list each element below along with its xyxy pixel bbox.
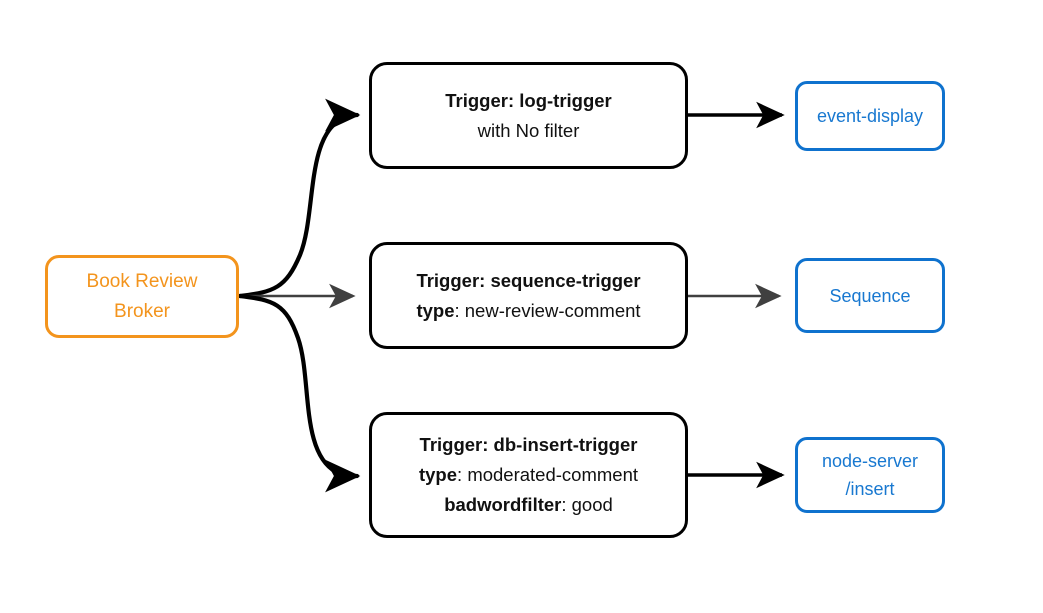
trigger-log-line1: Trigger: log-trigger — [445, 86, 612, 116]
trigger-sequence-line2-key: type — [416, 299, 455, 321]
edge-broker-to-log-trigger — [237, 98, 361, 299]
sink-sequence-label: Sequence — [829, 285, 911, 306]
trigger-db-line2-value: moderated-comment — [467, 464, 638, 485]
sink-event-display-label: event-display — [816, 106, 924, 126]
trigger-log-line2: with No filter — [477, 119, 580, 141]
trigger-log-line1-bold: Trigger: log-trigger — [445, 89, 612, 111]
node-sink-node-server-insert[interactable]: node-server /insert — [795, 437, 945, 513]
broker-label-line1: Book Review — [86, 270, 198, 292]
sink-node-server-label-line2: /insert — [845, 479, 895, 499]
trigger-db-line2-key: type — [418, 464, 458, 485]
trigger-db-line3-sep: : — [561, 494, 572, 515]
trigger-sequence-line1: Trigger: sequence-trigger — [416, 266, 640, 296]
trigger-db-line1-bold: Trigger: db-insert-trigger — [419, 434, 638, 455]
node-trigger-db-insert-trigger[interactable]: Trigger: db-insert-trigger type: moderat… — [369, 412, 688, 538]
broker-label-line2: Broker — [114, 300, 170, 322]
trigger-sequence-line1-bold: Trigger: sequence-trigger — [416, 269, 641, 291]
node-trigger-log-trigger[interactable]: Trigger: log-trigger with No filter — [369, 62, 688, 169]
trigger-sequence-line2-sep: : — [454, 299, 465, 321]
edge-broker-to-db-insert-trigger — [237, 293, 361, 493]
trigger-sequence-line2-value: new-review-comment — [464, 299, 641, 321]
trigger-db-line3-value: good — [571, 494, 613, 515]
node-sink-sequence[interactable]: Sequence — [795, 258, 945, 333]
trigger-db-line3-key: badwordfilter — [444, 494, 562, 515]
sink-node-server-label-line1: node-server — [821, 451, 919, 471]
trigger-db-line2-sep: : — [457, 464, 468, 485]
trigger-db-line2: type: moderated-comment — [419, 460, 638, 490]
trigger-sequence-line2: type: new-review-comment — [416, 296, 640, 326]
node-book-review-broker[interactable]: Book Review Broker — [45, 255, 239, 338]
node-sink-event-display[interactable]: event-display — [795, 81, 945, 151]
trigger-db-line1: Trigger: db-insert-trigger — [420, 430, 638, 460]
node-trigger-sequence-trigger[interactable]: Trigger: sequence-trigger type: new-revi… — [369, 242, 688, 349]
trigger-db-line3: badwordfilter: good — [444, 490, 613, 520]
